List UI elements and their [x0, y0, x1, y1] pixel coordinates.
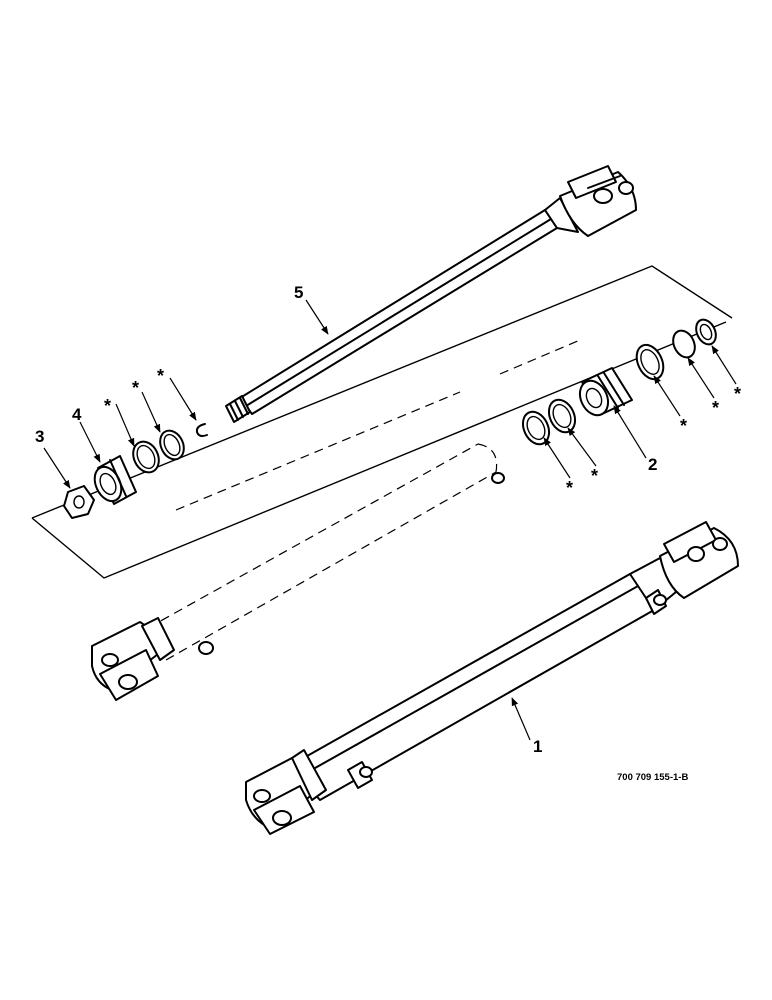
- gland-part-4: [93, 455, 137, 505]
- callout-4: 4: [72, 405, 82, 424]
- piston-part-2: [578, 367, 633, 417]
- callout-leaders: [43, 299, 737, 741]
- drawing-code: 700 709 155-1-B: [617, 772, 688, 783]
- seal-marker-rod-3: *: [157, 366, 164, 386]
- seal-marker-piston-5: *: [734, 384, 741, 404]
- seal-marker-rod-2: *: [132, 378, 139, 398]
- phantom-barrel: [91, 443, 505, 701]
- exploded-view-outline: [31, 265, 733, 579]
- piston-seal-set: [521, 318, 717, 446]
- rod-seal-set: [132, 423, 208, 474]
- callout-labels: 5 3 4 2 1 * * * * * * * * 700 709 155-1-…: [35, 283, 741, 783]
- callout-5: 5: [294, 283, 303, 302]
- seal-marker-piston-4: *: [712, 398, 719, 418]
- seal-marker-piston-3: *: [680, 416, 687, 436]
- cylinder-assembly-part-1: [245, 521, 739, 835]
- seal-marker-rod-1: *: [104, 396, 111, 416]
- nut-part-3: [63, 485, 95, 519]
- callout-2: 2: [648, 455, 657, 474]
- seal-marker-piston-2: *: [591, 466, 598, 486]
- callout-3: 3: [35, 427, 44, 446]
- piston-rod-part-5: [225, 165, 637, 423]
- callout-1: 1: [533, 737, 542, 756]
- assembly-centerline: [175, 339, 581, 511]
- seal-marker-piston-1: *: [566, 478, 573, 498]
